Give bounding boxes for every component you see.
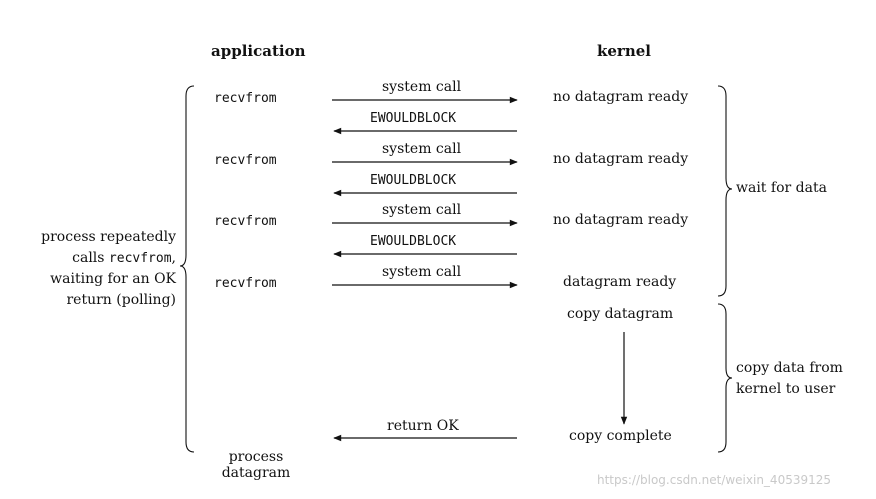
kernel-header: kernel — [597, 42, 651, 60]
left-brace — [179, 85, 195, 453]
recvfrom-label-1: recvfrom — [214, 91, 277, 106]
recvfrom-label-4: recvfrom — [214, 276, 277, 291]
polling-note-calls: calls — [72, 250, 109, 266]
return-ok-label: return OK — [387, 418, 459, 434]
process-datagram-label: process datagram — [206, 449, 306, 481]
watermark: https://blog.csdn.net/weixin_40539125 — [597, 473, 832, 487]
copy-complete-label: copy complete — [569, 428, 672, 444]
polling-note: process repeatedly calls recvfrom, waiti… — [20, 227, 176, 311]
polling-note-line-4: return (polling) — [66, 292, 176, 308]
copy-brace — [717, 303, 733, 453]
polling-note-recvfrom: recvfrom — [108, 251, 172, 266]
kernel-status-2: no datagram ready — [553, 151, 689, 167]
kernel-status-1: no datagram ready — [553, 89, 689, 105]
process-datagram-line-2: datagram — [221, 465, 291, 481]
system-call-label-4: system call — [382, 264, 462, 280]
system-call-label-1: system call — [382, 79, 462, 95]
recvfrom-label-2: recvfrom — [214, 153, 277, 168]
ewouldblock-label-1: EWOULDBLOCK — [370, 111, 457, 126]
wait-for-data-label: wait for data — [736, 180, 827, 196]
process-datagram-line-1: process — [228, 449, 284, 465]
polling-note-line-3: waiting for an OK — [50, 271, 176, 287]
copy-datagram-label: copy datagram — [567, 306, 674, 322]
polling-note-comma: , — [171, 250, 176, 266]
recvfrom-label-3: recvfrom — [214, 214, 277, 229]
copy-data-note-line-2: kernel to user — [736, 381, 836, 397]
ewouldblock-label-3: EWOULDBLOCK — [370, 234, 457, 249]
application-header: application — [211, 42, 306, 60]
polling-note-line-2: calls recvfrom, — [20, 248, 176, 269]
ewouldblock-label-2: EWOULDBLOCK — [370, 173, 457, 188]
system-call-label-2: system call — [382, 141, 462, 157]
kernel-status-3: no datagram ready — [553, 212, 689, 228]
wait-brace — [717, 85, 733, 297]
copy-data-note: copy data from kernel to user — [736, 358, 843, 400]
kernel-status-4: datagram ready — [563, 274, 677, 290]
system-call-label-3: system call — [382, 202, 462, 218]
polling-note-line-1: process repeatedly — [41, 229, 176, 245]
copy-data-note-line-1: copy data from — [736, 360, 843, 376]
